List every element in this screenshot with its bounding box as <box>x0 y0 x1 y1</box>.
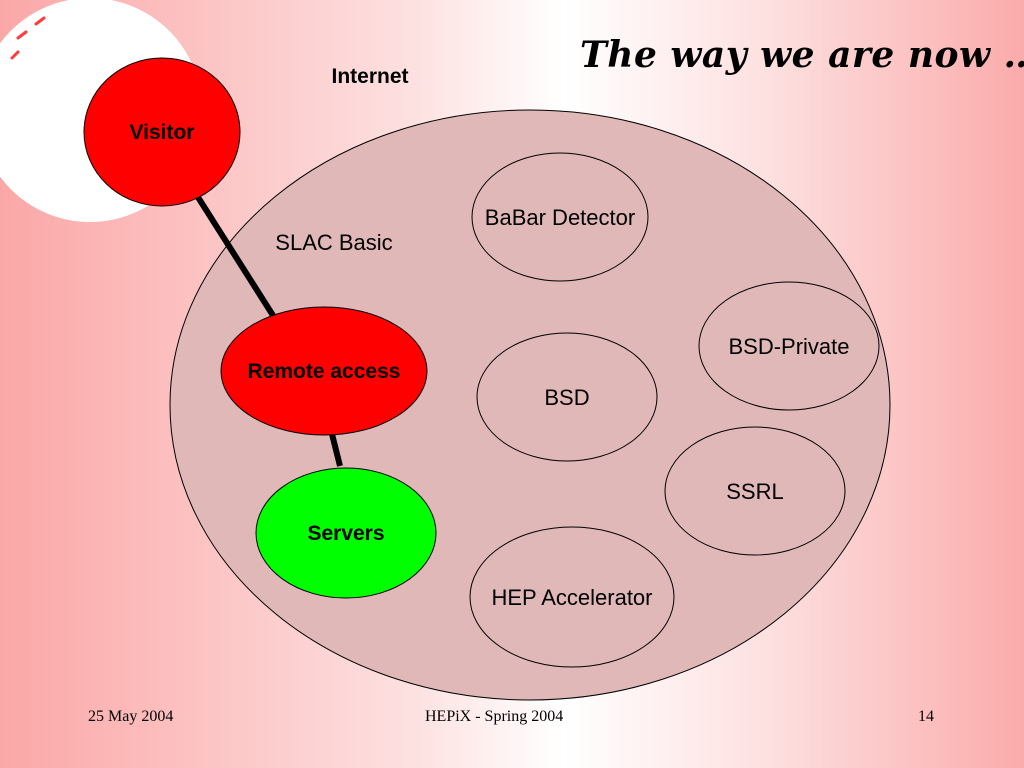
remote-access-node <box>220 306 428 436</box>
ssrl-label: SSRL <box>726 479 784 504</box>
footer-date: 25 May 2004 <box>88 708 174 725</box>
babar-detector-network <box>471 152 649 282</box>
hep-accelerator-label: HEP Accelerator <box>491 585 653 610</box>
decorative-dashes <box>10 16 46 60</box>
bsd-label: BSD <box>544 385 590 410</box>
visitor-label: Visitor <box>129 121 195 144</box>
footer-event: HEPiX - Spring 2004 <box>425 708 564 725</box>
hep-accelerator-network <box>469 526 675 668</box>
bsd-private-network <box>698 281 880 411</box>
remote-servers-link <box>329 433 343 467</box>
servers-label: Servers <box>307 522 385 545</box>
visitor-node <box>83 57 241 207</box>
page-number: 14 <box>918 708 934 725</box>
ssrl-network <box>664 426 846 556</box>
bsd-network <box>476 332 658 462</box>
babar-detector-label: BaBar Detector <box>484 205 636 230</box>
servers-node <box>255 467 437 599</box>
remote-access-label: Remote access <box>247 360 401 383</box>
slac-basic-label: SLAC Basic <box>275 230 393 255</box>
page-title: The way we are now … <box>580 34 1024 76</box>
internet-label: Internet <box>331 65 409 88</box>
bsd-private-label: BSD-Private <box>728 334 850 359</box>
